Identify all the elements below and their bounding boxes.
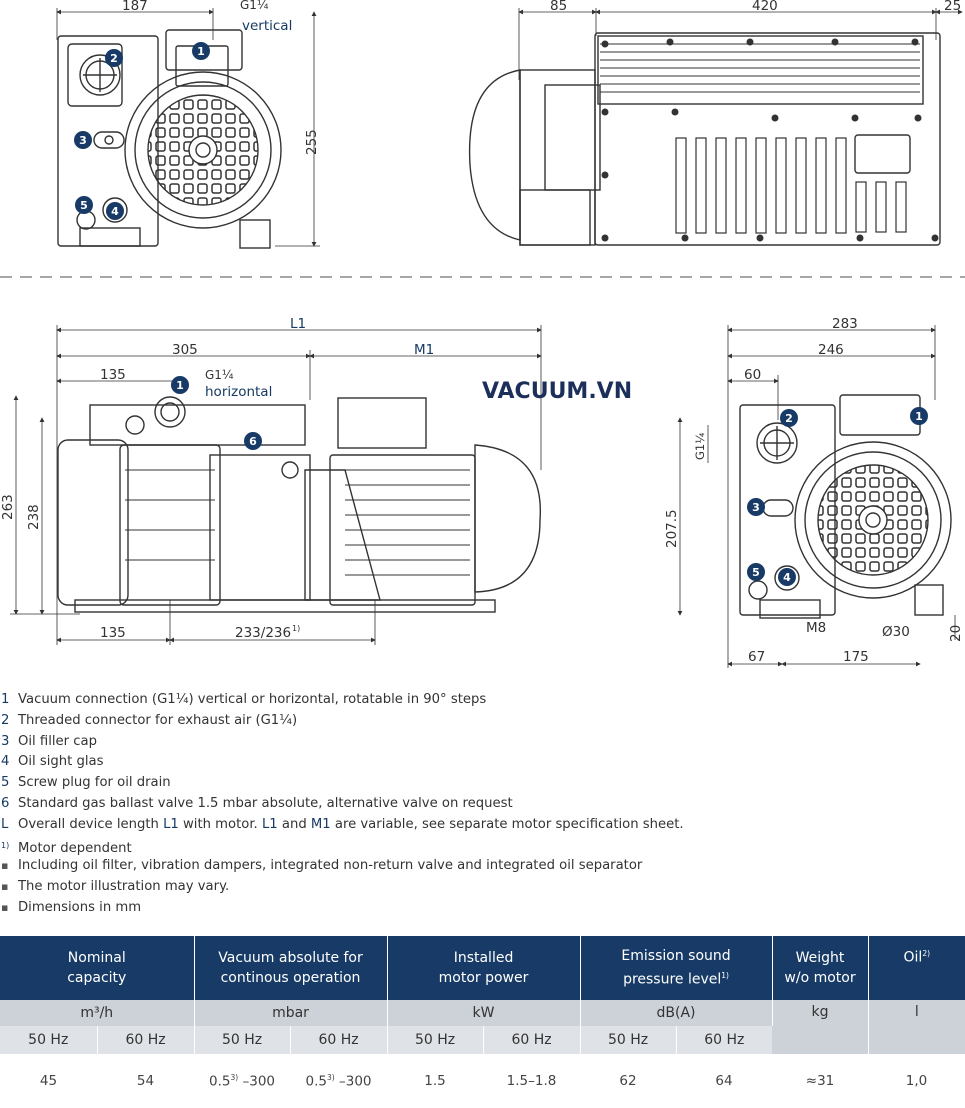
dim-m8: M8 bbox=[806, 620, 826, 636]
dim-175: 175 bbox=[843, 649, 869, 665]
top-left-view bbox=[56, 8, 320, 249]
callout-4-front: 4 bbox=[783, 571, 791, 584]
dim-d30: Ø30 bbox=[882, 624, 910, 640]
dim-233-note: 1) bbox=[292, 624, 300, 633]
dim-135-bottom: 135 bbox=[100, 625, 126, 641]
freq-cell: 50 Hz bbox=[387, 1026, 484, 1054]
callout-5-front: 5 bbox=[752, 566, 760, 579]
unit-power: kW bbox=[387, 1000, 581, 1026]
callout-3-top: 3 bbox=[79, 134, 87, 147]
value-oil: 1,0 bbox=[868, 1054, 965, 1108]
dim-67: 67 bbox=[748, 649, 765, 665]
freq-cell: 60 Hz bbox=[676, 1026, 773, 1054]
dim-60: 60 bbox=[744, 367, 761, 383]
value-snd60: 64 bbox=[676, 1054, 773, 1108]
legend-item: 1)Motor dependent bbox=[1, 840, 132, 856]
table-units-row: m³/h mbar kW dB(A) kg l bbox=[0, 1000, 965, 1054]
side-view bbox=[10, 325, 542, 645]
value-weight: ≈31 bbox=[772, 1054, 869, 1108]
table-freq-row: 50 Hz 60 Hz 50 Hz 60 Hz 50 Hz 60 Hz 50 H… bbox=[0, 1026, 965, 1054]
value-cap60: 54 bbox=[97, 1054, 195, 1108]
callout-5-top: 5 bbox=[80, 199, 88, 212]
dim-M1: M1 bbox=[414, 342, 434, 358]
front-view bbox=[677, 325, 956, 668]
freq-cell: 50 Hz bbox=[580, 1026, 677, 1054]
dim-vertical: vertical bbox=[242, 18, 292, 34]
callout-2-front: 2 bbox=[785, 412, 793, 425]
top-right-view bbox=[468, 8, 963, 246]
dim-85: 85 bbox=[550, 0, 567, 14]
watermark: VACUUM.VN bbox=[482, 379, 632, 404]
dim-233: 233/236 bbox=[235, 625, 291, 641]
dim-g14-front: G1¼ bbox=[693, 433, 707, 460]
dim-g14-side: G1¼ bbox=[205, 368, 234, 382]
freq-cell: 60 Hz bbox=[290, 1026, 388, 1054]
dim-187: 187 bbox=[122, 0, 148, 14]
dim-135-top: 135 bbox=[100, 367, 126, 383]
legend-item: ▪The motor illustration may vary. bbox=[1, 879, 230, 895]
dim-238: 238 bbox=[26, 504, 42, 530]
unit-weight: kg bbox=[772, 1000, 869, 1054]
legend-item: ▪Dimensions in mm bbox=[1, 899, 142, 915]
dim-L1: L1 bbox=[290, 316, 306, 332]
dim-420: 420 bbox=[752, 0, 778, 14]
legend-item: ▪Including oil filter, vibration dampers… bbox=[1, 858, 643, 874]
unit-sound: dB(A) bbox=[580, 1000, 773, 1026]
value-snd50: 62 bbox=[580, 1054, 677, 1108]
callout-4-top: 4 bbox=[111, 205, 119, 218]
callout-2-top: 2 bbox=[110, 52, 118, 65]
dim-246: 246 bbox=[818, 342, 844, 358]
dim-g14-top: G1¼ bbox=[240, 0, 269, 12]
value-pow60: 1.5–1.8 bbox=[483, 1054, 581, 1108]
value-pow50: 1.5 bbox=[387, 1054, 484, 1108]
callouts: 1 2 3 4 5 1 6 1 2 3 4 5 bbox=[74, 42, 928, 586]
dim-255: 255 bbox=[304, 129, 320, 155]
callout-1-front: 1 bbox=[915, 410, 923, 423]
freq-cell: 50 Hz bbox=[0, 1026, 98, 1054]
unit-oil: l bbox=[868, 1000, 965, 1054]
technical-drawings: 187 G1¼ vertical 255 85 420 25 L1 305 M1… bbox=[0, 0, 965, 668]
freq-cell: 50 Hz bbox=[194, 1026, 291, 1054]
dim-305: 305 bbox=[172, 342, 198, 358]
dim-207: 207.5 bbox=[664, 509, 680, 548]
dim-263: 263 bbox=[0, 494, 16, 520]
dim-horizontal: horizontal bbox=[205, 384, 272, 400]
unit-capacity: m³/h bbox=[0, 1000, 195, 1026]
freq-cell: 60 Hz bbox=[97, 1026, 195, 1054]
callout-1-top: 1 bbox=[197, 45, 205, 58]
callout-3-front: 3 bbox=[752, 501, 760, 514]
dim-283: 283 bbox=[832, 316, 858, 332]
value-vac50: 0.53) –300 bbox=[194, 1054, 291, 1108]
value-vac60: 0.53) –300 bbox=[290, 1054, 388, 1108]
freq-cell: 60 Hz bbox=[483, 1026, 581, 1054]
dim-25: 25 bbox=[944, 0, 961, 14]
value-cap50: 45 bbox=[0, 1054, 97, 1108]
header-oil: Oil2) bbox=[868, 936, 965, 1000]
callout-1-side: 1 bbox=[176, 379, 184, 392]
unit-vacuum: mbar bbox=[194, 1000, 388, 1026]
callout-6-side: 6 bbox=[249, 435, 257, 448]
table-row: 45 54 0.53) –300 0.53) –300 1.5 1.5–1.8 … bbox=[0, 1054, 965, 1108]
dim-20: 20 bbox=[948, 625, 964, 642]
